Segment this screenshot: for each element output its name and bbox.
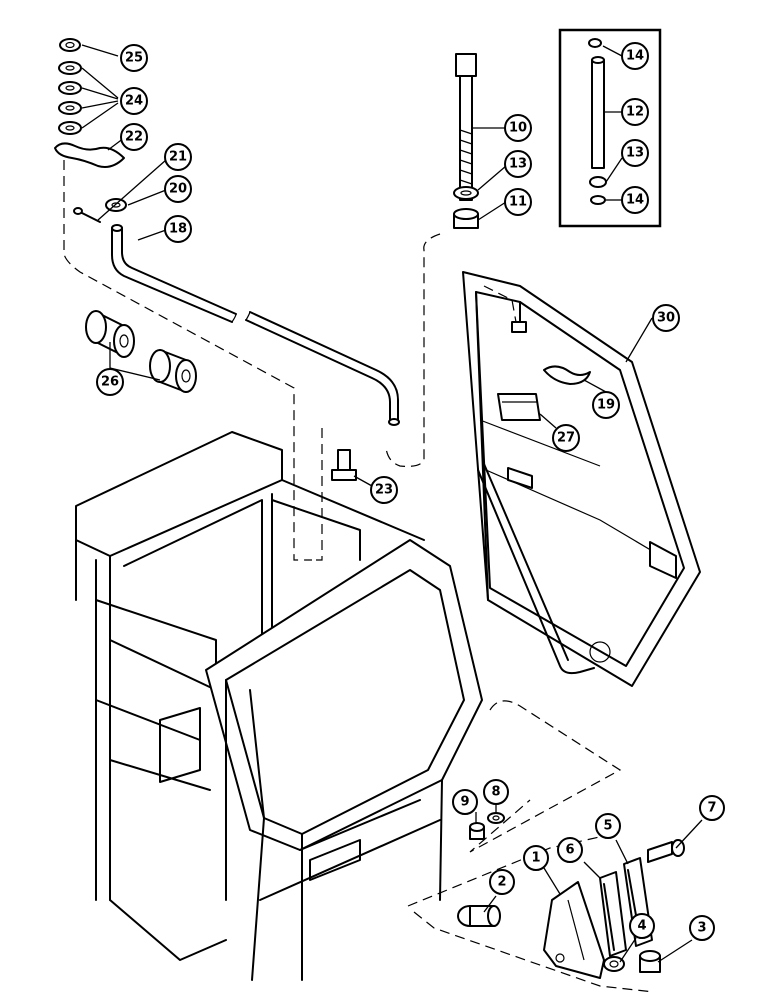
inset-tube-12	[588, 38, 607, 205]
door-30	[462, 271, 701, 687]
inset-box	[558, 28, 662, 228]
callout-label: 18	[169, 222, 187, 237]
latch-27	[497, 393, 541, 421]
cab-frame	[75, 431, 483, 981]
callout-6: 6	[557, 837, 583, 863]
washers-24	[58, 61, 82, 135]
hairpin-clip-22	[54, 142, 125, 168]
callout-label: 11	[509, 195, 527, 210]
rod-18	[111, 224, 400, 426]
plate-1	[543, 881, 605, 979]
callout-label: 27	[557, 431, 575, 446]
cotter-pin-21	[73, 207, 101, 223]
callout-13-b: 13	[621, 139, 649, 167]
callout-21: 21	[164, 143, 192, 171]
callout-3: 3	[689, 915, 715, 941]
pin-2	[457, 905, 501, 927]
callout-label: 2	[497, 875, 506, 890]
callout-26: 26	[96, 368, 124, 396]
retainer-clip-19	[543, 365, 591, 385]
nut-9	[469, 822, 485, 840]
callout-label: 23	[375, 483, 393, 498]
callout-5: 5	[595, 813, 621, 839]
washer-4	[603, 956, 625, 972]
callout-label: 10	[509, 121, 527, 136]
washer-13	[453, 186, 479, 200]
bracket-6	[599, 871, 627, 957]
callout-13-a: 13	[504, 150, 532, 178]
callout-9: 9	[452, 789, 478, 815]
callout-24: 24	[120, 87, 148, 115]
callout-label: 4	[637, 919, 646, 934]
callout-7: 7	[699, 795, 725, 821]
callout-27: 27	[552, 424, 580, 452]
callout-label: 1	[531, 851, 540, 866]
callout-label: 26	[101, 375, 119, 390]
callout-22: 22	[120, 123, 148, 151]
washer-20	[105, 198, 127, 212]
bolt-10	[455, 53, 477, 201]
callout-label: 30	[657, 311, 675, 326]
callout-label: 24	[125, 94, 143, 109]
callout-25: 25	[120, 44, 148, 72]
leader-lines	[81, 44, 703, 963]
callout-label: 22	[125, 130, 143, 145]
callout-11: 11	[504, 188, 532, 216]
callout-23: 23	[370, 476, 398, 504]
callout-10: 10	[504, 114, 532, 142]
callout-30: 30	[652, 304, 680, 332]
callout-label: 21	[169, 150, 187, 165]
callout-19: 19	[592, 391, 620, 419]
callout-label: 13	[626, 146, 644, 161]
callout-label: 13	[509, 157, 527, 172]
callout-label: 14	[626, 193, 644, 208]
callout-label: 7	[707, 801, 716, 816]
callout-label: 14	[626, 49, 644, 64]
callout-8: 8	[483, 779, 509, 805]
callout-20: 20	[164, 175, 192, 203]
callout-label: 25	[125, 51, 143, 66]
callout-label: 3	[697, 921, 706, 936]
callout-2: 2	[489, 869, 515, 895]
callout-1: 1	[523, 845, 549, 871]
callout-label: 12	[626, 105, 644, 120]
nut-11	[453, 208, 479, 229]
assembly-dash-lines	[63, 160, 655, 993]
bolt-7	[647, 839, 685, 863]
callout-label: 19	[597, 398, 615, 413]
callout-18: 18	[164, 215, 192, 243]
nut-3	[639, 950, 661, 973]
bolt-23	[331, 449, 357, 481]
callout-14-b: 14	[621, 186, 649, 214]
bushings-26	[85, 310, 197, 393]
nut-25	[59, 38, 81, 52]
callout-label: 20	[169, 182, 187, 197]
callout-4: 4	[629, 913, 655, 939]
callout-14-a: 14	[621, 42, 649, 70]
callout-label: 8	[491, 785, 500, 800]
washer-8	[487, 812, 505, 824]
callout-label: 5	[603, 819, 612, 834]
callout-12: 12	[621, 98, 649, 126]
callout-label: 6	[565, 843, 574, 858]
callout-label: 9	[460, 795, 469, 810]
